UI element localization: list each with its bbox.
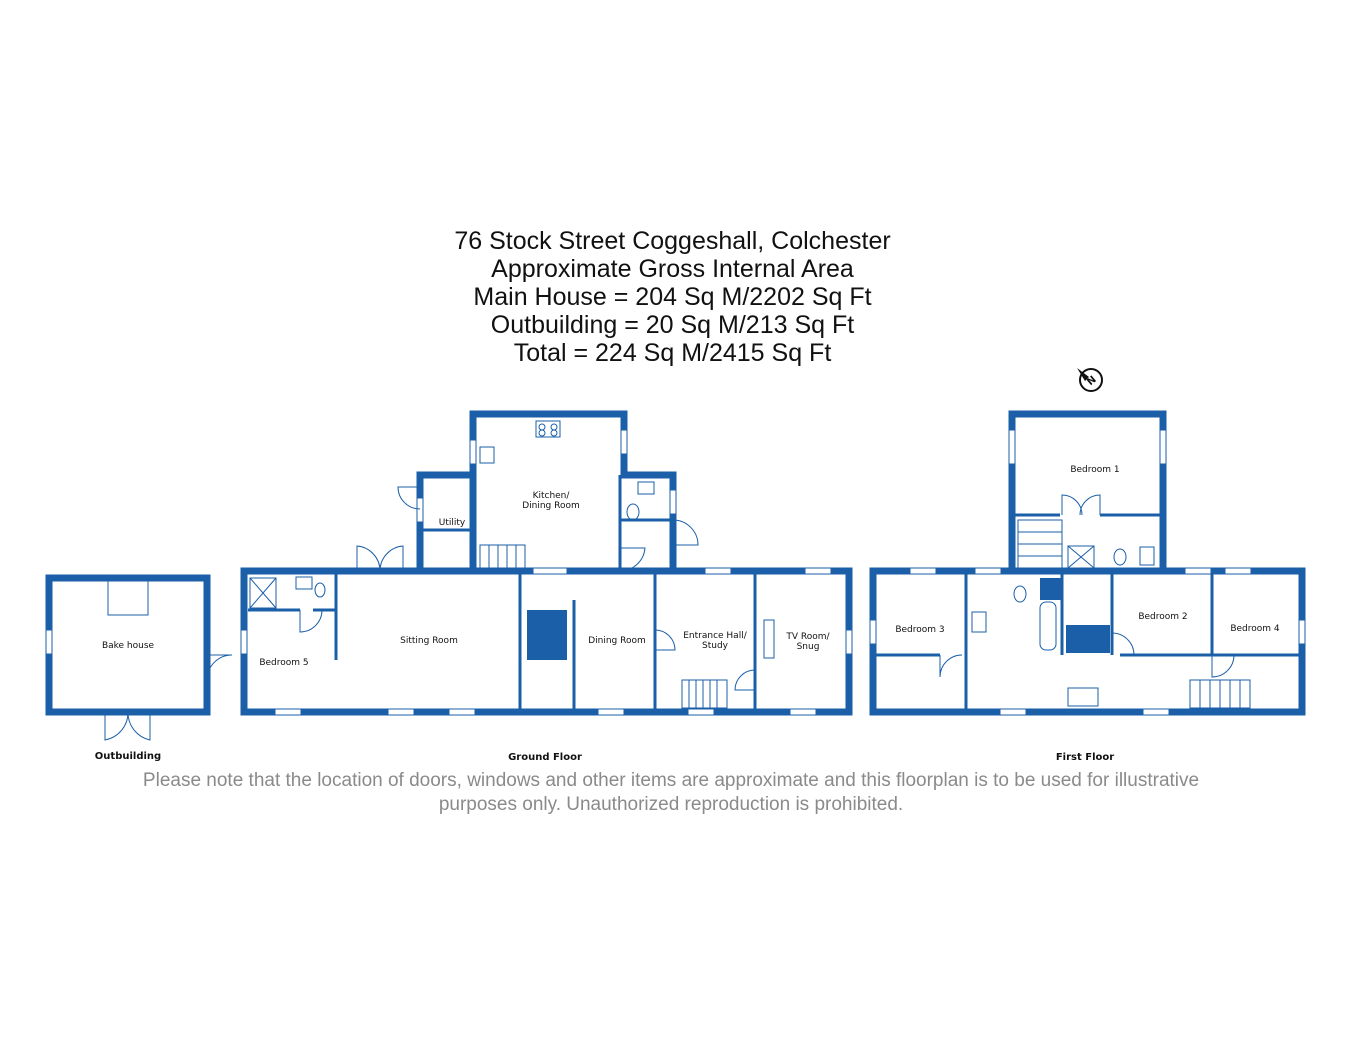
room-label-utility: Utility	[438, 518, 466, 528]
room-label-bake-house: Bake house	[101, 641, 155, 651]
room-label-entrance-hall: Entrance Hall/ Study	[680, 631, 750, 651]
north-compass-icon: N	[1077, 368, 1103, 392]
total-area: Total = 224 Sq M/2415 Sq Ft	[513, 339, 832, 367]
room-label-bedroom-1: Bedroom 1	[1070, 465, 1120, 475]
area-subtitle: Approximate Gross Internal Area	[491, 255, 854, 283]
room-label-entrance-line1: Entrance Hall/	[683, 631, 747, 641]
disclaimer-line-2: purposes only. Unauthorized reproduction…	[438, 794, 904, 815]
room-label-tv-line1: TV Room/	[786, 632, 830, 642]
main-house-area: Main House = 204 Sq M/2202 Sq Ft	[473, 283, 872, 311]
disclaimer-line-1: Please note that the location of doors, …	[142, 770, 1200, 791]
room-label-bedroom-4: Bedroom 4	[1230, 624, 1280, 634]
outbuilding-area: Outbuilding = 20 Sq M/213 Sq Ft	[490, 311, 855, 339]
room-label-bedroom-5: Bedroom 5	[259, 658, 309, 668]
bedroom-1-walls	[1008, 410, 1167, 571]
room-label-bedroom-2: Bedroom 2	[1138, 612, 1188, 622]
chimney-blocks	[527, 578, 1110, 660]
room-label-tv-line2: Snug	[796, 642, 820, 652]
interior-walls	[248, 475, 1299, 709]
room-label-kitchen: Kitchen/ Dining Room	[515, 491, 587, 511]
room-label-sitting-room: Sitting Room	[400, 636, 458, 646]
room-label-kitchen-line2: Dining Room	[522, 501, 580, 511]
windows	[45, 429, 1306, 716]
room-label-tv-room: TV Room/ Snug	[778, 632, 838, 652]
utility-walls	[416, 471, 473, 571]
property-title: 76 Stock Street Coggeshall, Colchester	[454, 227, 891, 255]
room-label-entrance-line2: Study	[702, 641, 728, 651]
room-label-dining-room: Dining Room	[588, 636, 646, 646]
caption-first-floor: First Floor	[1055, 752, 1115, 763]
room-label-bedroom-3: Bedroom 3	[895, 625, 945, 635]
caption-outbuilding: Outbuilding	[94, 751, 162, 762]
doors	[104, 486, 1235, 741]
fixtures	[107, 420, 1155, 707]
stairs	[479, 519, 1251, 709]
caption-ground-floor: Ground Floor	[508, 752, 582, 763]
room-label-kitchen-line1: Kitchen/	[532, 491, 570, 501]
